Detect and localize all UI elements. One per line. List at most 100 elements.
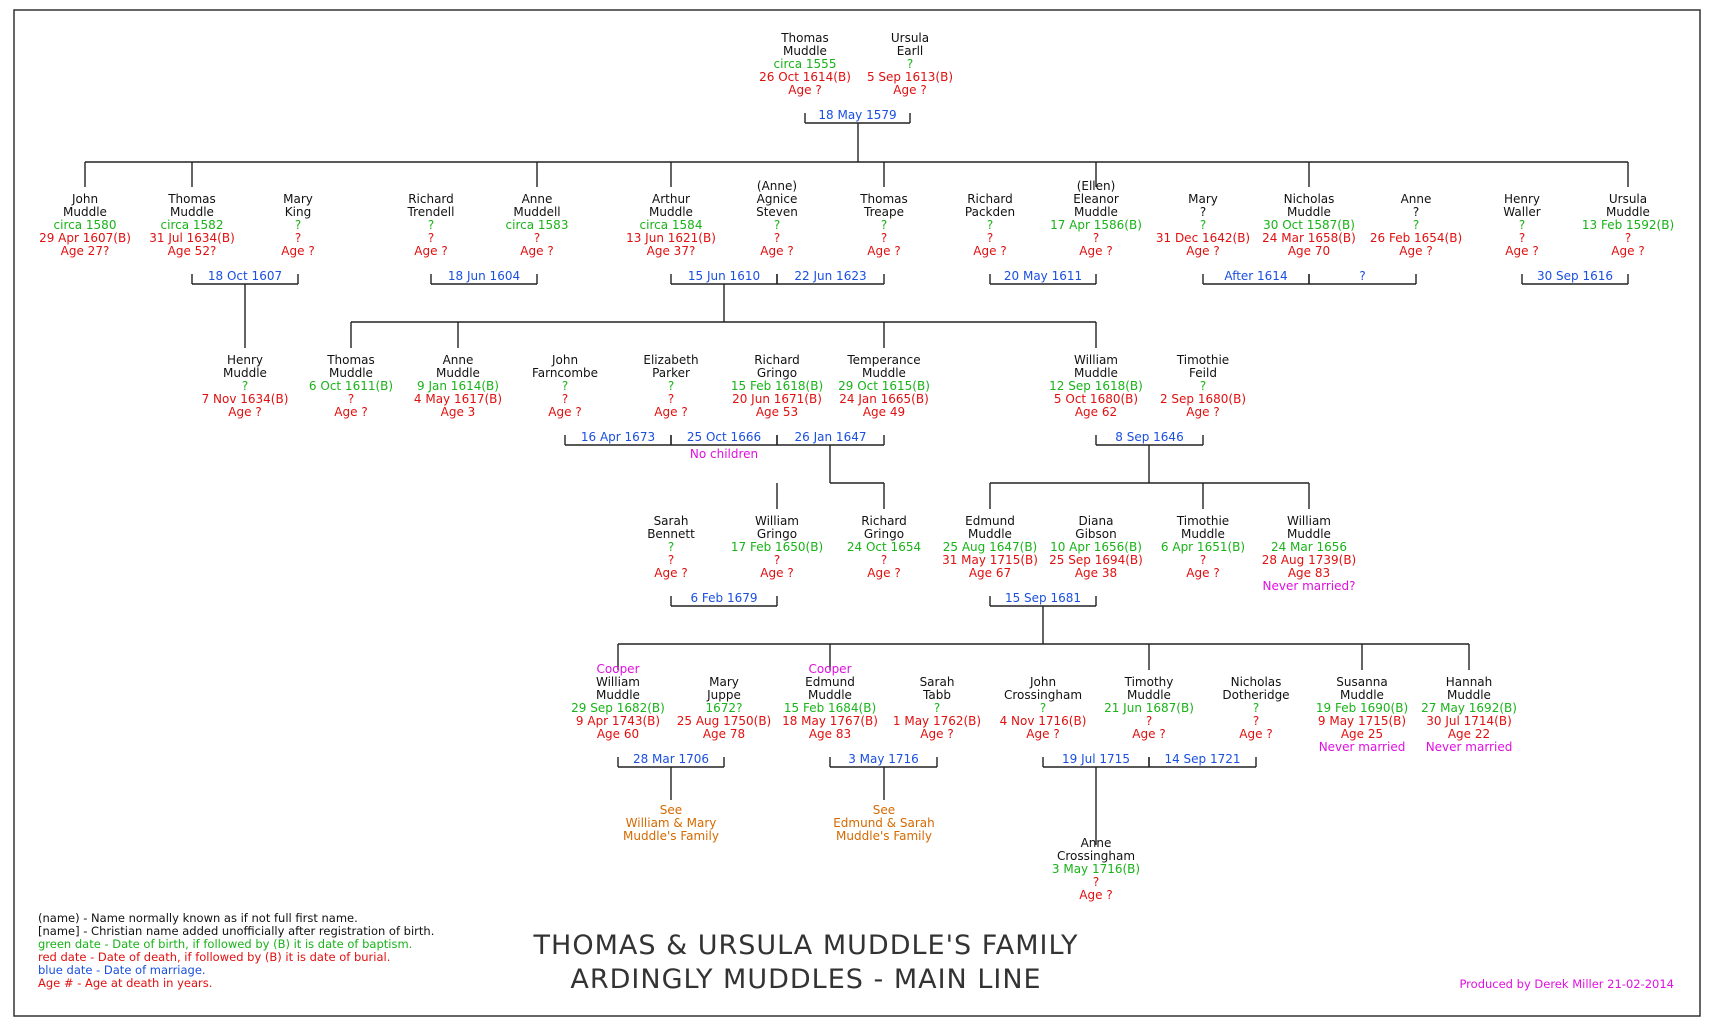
person-name: Muddle — [1287, 205, 1331, 219]
death-info: Age ? — [548, 405, 581, 419]
birth-date: 19 Feb 1690(B) — [1316, 701, 1408, 715]
person-name: Muddle — [1447, 688, 1491, 702]
death-info: 29 Apr 1607(B) — [39, 231, 131, 245]
person-name: Muddle — [1606, 205, 1650, 219]
birth-date: ? — [934, 701, 940, 715]
death-info: Age 78 — [703, 727, 745, 741]
person-name: Mary — [1188, 192, 1218, 206]
marriage-date: 20 May 1611 — [1004, 269, 1082, 283]
person-name: Gibson — [1075, 527, 1116, 541]
person-name: (Ellen) — [1077, 179, 1116, 193]
birth-date: circa 1580 — [54, 218, 117, 232]
person-name: King — [285, 205, 311, 219]
birth-date: ? — [1519, 218, 1525, 232]
birth-date: 3 May 1716(B) — [1052, 862, 1140, 876]
death-info: 7 Nov 1634(B) — [202, 392, 289, 406]
person-name: Dotheridge — [1222, 688, 1289, 702]
birth-date: 24 Mar 1656 — [1271, 540, 1347, 554]
person-name: Thomas — [780, 31, 829, 45]
person-name: Richard — [967, 192, 1013, 206]
death-info: Age 27? — [61, 244, 110, 258]
person-mary-q: Mary??31 Dec 1642(B)Age ? — [1156, 192, 1250, 258]
death-info: Age ? — [760, 566, 793, 580]
death-info: 31 May 1715(B) — [942, 553, 1038, 567]
see-reference: Muddle's Family — [623, 829, 719, 843]
birth-date: circa 1584 — [640, 218, 703, 232]
birth-date: ? — [295, 218, 301, 232]
person-name: Steven — [756, 205, 798, 219]
person-name: Timothie — [1176, 514, 1229, 528]
person-name: Elizabeth — [643, 353, 698, 367]
death-info: Age 49 — [863, 405, 905, 419]
death-info: 2 Sep 1680(B) — [1160, 392, 1246, 406]
death-info: 5 Sep 1613(B) — [867, 70, 953, 84]
marriage-date: 18 May 1579 — [818, 108, 896, 122]
person-note: Cooper — [597, 662, 640, 676]
marriage-date: 19 Jul 1715 — [1062, 752, 1130, 766]
person-name: Anne — [522, 192, 553, 206]
person-name: Anne — [1401, 192, 1432, 206]
birth-date: 9 Jan 1614(B) — [417, 379, 499, 393]
birth-date: 27 May 1692(B) — [1421, 701, 1517, 715]
birth-date: ? — [774, 218, 780, 232]
person-name: Henry — [227, 353, 263, 367]
birth-date: 25 Aug 1647(B) — [943, 540, 1037, 554]
death-info: Age ? — [281, 244, 314, 258]
person-name: Muddle — [223, 366, 267, 380]
birth-date: 10 Apr 1656(B) — [1050, 540, 1142, 554]
death-info: ? — [668, 392, 674, 406]
marriage-date: 3 May 1716 — [848, 752, 919, 766]
person-name: Timothy — [1124, 675, 1174, 689]
marriage-date: 30 Sep 1616 — [1537, 269, 1613, 283]
death-info: 31 Jul 1634(B) — [149, 231, 235, 245]
death-info: Age 3 — [441, 405, 476, 419]
death-info: ? — [562, 392, 568, 406]
death-info: Age ? — [1132, 727, 1165, 741]
birth-date: 17 Feb 1650(B) — [731, 540, 823, 554]
death-info: Age 53 — [756, 405, 798, 419]
see-reference: See — [660, 803, 682, 817]
legend-line: [name] - Christian name added unofficial… — [38, 924, 434, 938]
death-info: Age ? — [228, 405, 261, 419]
death-info: 28 Aug 1739(B) — [1262, 553, 1356, 567]
legend-line: blue date - Date of marriage. — [38, 963, 206, 977]
death-info: 1 May 1762(B) — [893, 714, 981, 728]
death-info: Age ? — [654, 566, 687, 580]
birth-date: ? — [242, 379, 248, 393]
legend-line: (name) - Name normally known as if not f… — [38, 911, 358, 925]
birth-date: ? — [1253, 701, 1259, 715]
marriage-date: 16 Apr 1673 — [581, 430, 655, 444]
death-info: ? — [1519, 231, 1525, 245]
death-info: Age 70 — [1288, 244, 1330, 258]
person-name: Muddle — [808, 688, 852, 702]
death-info: 24 Mar 1658(B) — [1262, 231, 1356, 245]
see-reference: See — [873, 803, 895, 817]
death-info: 9 May 1715(B) — [1318, 714, 1406, 728]
person-name: Mary — [709, 675, 739, 689]
death-info: Age ? — [973, 244, 1006, 258]
death-info: 18 May 1767(B) — [782, 714, 878, 728]
birth-date: ? — [987, 218, 993, 232]
person-name: Henry — [1504, 192, 1540, 206]
marriage-date: 26 Jan 1647 — [795, 430, 867, 444]
birth-date: ? — [428, 218, 434, 232]
death-info: Age 25 — [1341, 727, 1383, 741]
marriage-date: 22 Jun 1623 — [794, 269, 866, 283]
marriage-date: 15 Jun 1610 — [688, 269, 760, 283]
